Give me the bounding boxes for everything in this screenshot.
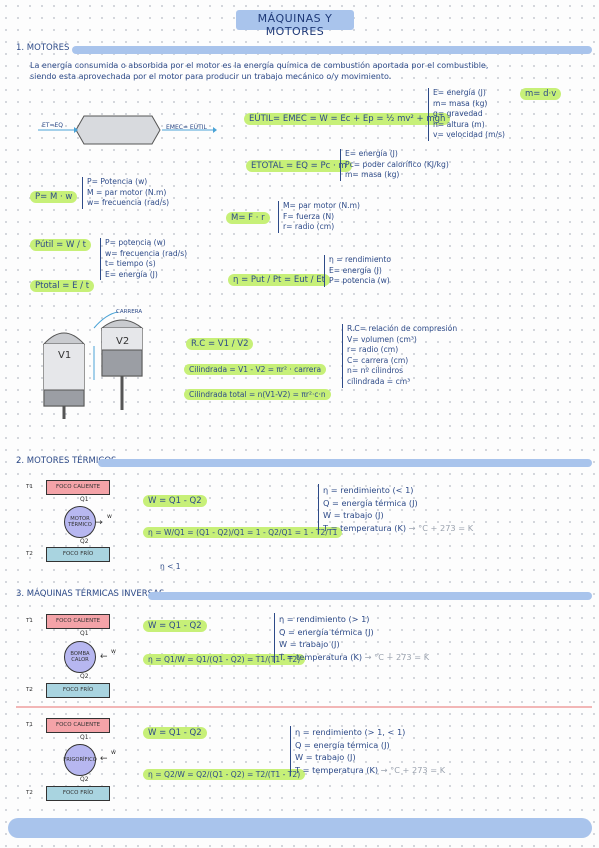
etotal-defs: E= energía (J)Pc= poder calorífico (KJ/k… (340, 149, 449, 181)
eutil-defs: E= energía (J)m= masa (kg)g= gravedad h=… (428, 88, 505, 141)
thermal-eta-formula: η = W/Q1 = (Q1 - Q2)/Q1 = 1 - Q2/Q1 = 1 … (143, 527, 343, 538)
heatpump-work-formula: W = Q1 - Q2 (143, 620, 207, 632)
intro-text: La energía consumida o absorbida por el … (30, 60, 560, 82)
fridge-work-formula: W = Q1 - Q2 (143, 727, 207, 739)
work-in-arrow-icon: ← (100, 652, 108, 662)
pmw-defs: P= Potencia (w)M = par motor (N.m)w= fre… (82, 177, 169, 209)
mfr-formula: M= F · r (226, 212, 270, 224)
title-banner (236, 10, 354, 30)
energy-out-label: EMEC= EÚTIL (166, 124, 207, 131)
section-3-bar (148, 592, 592, 600)
section-2-bar (98, 459, 592, 467)
section-3-title: 3. MÁQUINAS TÉRMICAS INVERSAS (16, 589, 165, 599)
carrera-label: CARRERA (116, 309, 143, 315)
fridge-eta-formula: η = Q2/W = Q2/(Q1 - Q2) = T2/(T1 - T2) (143, 769, 306, 780)
fridge-defs: η = rendimiento (> 1, < 1)Q = energía té… (290, 726, 445, 776)
frigorifico-circle: FRIGORÍFICO (63, 744, 97, 776)
work-in-arrow-icon-2: ← (100, 754, 108, 764)
page-title: MÁQUINAS Y MOTORES (257, 12, 333, 38)
intro-line-1: La energía consumida o absorbida por el … (30, 61, 489, 70)
cylinder-v2-label: V2 (116, 336, 130, 347)
eutil-formula: EÚTIL= EMEC = W = Ec + Ep = ½ mv² + mgh (244, 113, 451, 125)
heatpump-defs: η = rendimiento (> 1)Q = energía térmica… (274, 613, 429, 663)
cold-source-box-3: FOCO FRÍO (46, 786, 110, 801)
energy-in-label: ET=EQ (42, 122, 63, 129)
footer-bar (8, 818, 592, 838)
work-arrow-icon: → (95, 518, 103, 528)
mfr-defs: M= par motor (N.m)F= fuerza (N)r= radio … (278, 201, 360, 233)
power-defs: P= potencia (w)w= frecuencia (rad/s)t= t… (100, 238, 187, 281)
rc-formula: R.C = V1 / V2 (186, 338, 254, 350)
thermal-work-formula: W = Q1 - Q2 (143, 495, 207, 507)
heatpump-eta-formula: η = Q1/W = Q1/(Q1 - Q2) = T1/(T1 - T2) (143, 654, 306, 665)
etotal-formula: ETOTAL = EQ = Pc · m (246, 160, 352, 172)
intro-line-2: siendo esta aprovechada por el motor par… (30, 72, 392, 81)
thermal-defs: η = rendimiento (< 1)Q = energía térmica… (318, 484, 473, 534)
cylinder-v1-label: V1 (58, 350, 72, 361)
motor-termico-circle: MOTOR TÉRMICO (64, 506, 96, 538)
section-2-title: 2. MOTORES TÉRMICOS (16, 456, 117, 466)
ptotal-formula: Ptotal = E / t (30, 280, 95, 292)
cold-source-box: FOCO FRÍO (46, 547, 110, 562)
eta-formula: η = Put / Pt = Eut / Et (228, 274, 330, 286)
eta-note: η < 1 (160, 562, 181, 571)
cold-source-box-2: FOCO FRÍO (46, 683, 110, 698)
hot-source-box: FOCO CALIENTE (46, 480, 110, 495)
cilindrada-formula: Cilindrada = V1 - V2 = πr² · carrera (184, 364, 327, 375)
cylinder-diagram (42, 311, 144, 419)
putil-formula: Pútil = W / t (30, 239, 91, 251)
mdv-formula: m= d·v (520, 88, 562, 100)
bomba-calor-circle: BOMBA CALOR (64, 641, 96, 673)
section-1-bar (72, 46, 592, 54)
hot-source-box-2: FOCO CALIENTE (46, 614, 110, 629)
cilindrada-total-formula: Cilindrada total = n(V1-V2) = πr²·c·n (184, 389, 331, 400)
pmw-formula: P= M · w (30, 191, 78, 203)
section-divider (16, 706, 592, 708)
section-1-title: 1. MOTORES (16, 43, 70, 53)
motor-diagram (38, 115, 217, 145)
hot-source-box-3: FOCO CALIENTE (46, 718, 110, 733)
